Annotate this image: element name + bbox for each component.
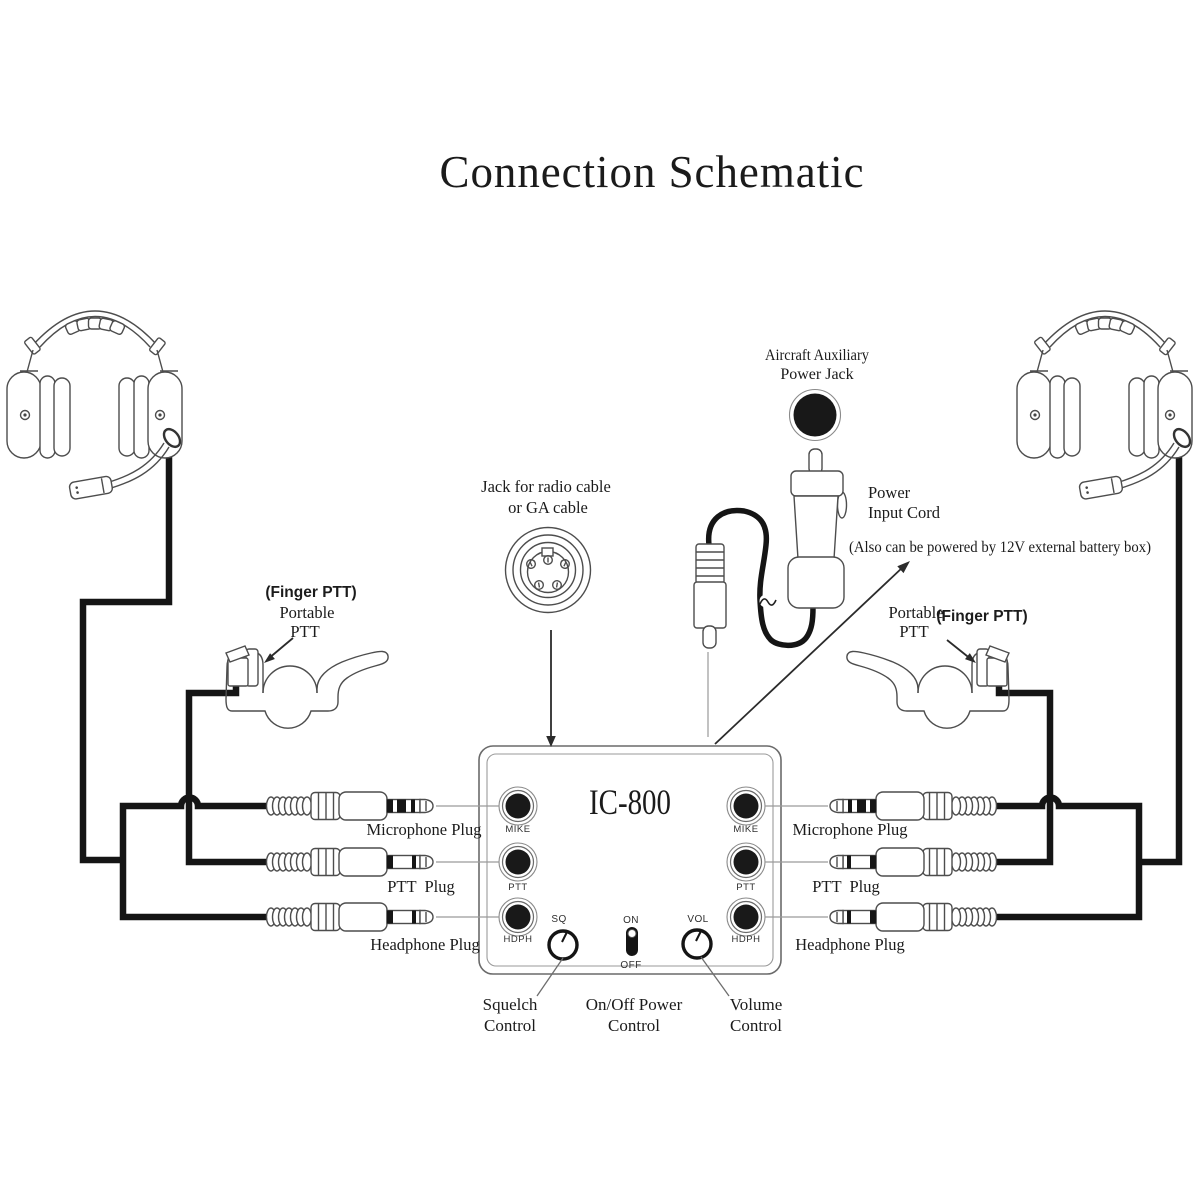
squelch-control-label-line2: Control	[484, 1016, 536, 1035]
right-finger-ptt-label: (Finger PTT)	[936, 608, 1027, 625]
lighter-plug	[787, 448, 848, 609]
left-finger-ptt-label: (Finger PTT)	[265, 584, 356, 601]
power-control-label-line1: On/Off Power	[586, 995, 683, 1014]
power-toggle-switch[interactable]	[626, 927, 638, 956]
dc-power-plug	[693, 543, 727, 649]
right-portable-ptt-label-line2: PTT	[899, 622, 928, 641]
radio-jack-connector	[504, 526, 592, 614]
right-microphone-plug	[830, 792, 997, 820]
right-microphone-plug-label: Microphone Plug	[792, 820, 907, 839]
aux-power-jack	[793, 393, 837, 437]
aux-jack-label-line2: Power Jack	[780, 366, 853, 383]
left-portable-ptt-label-line1: Portable	[280, 603, 335, 622]
power-assembly	[693, 388, 848, 737]
left-hdph-jack-label: HDPH	[504, 934, 533, 945]
left-microphone-plug-label: Microphone Plug	[366, 820, 481, 839]
volume-control-label-line2: Control	[730, 1016, 782, 1035]
left-ptt-arrow	[264, 637, 294, 663]
right-ptt-yoke	[846, 645, 1010, 729]
left-headphone-plug-label: Headphone Plug	[370, 935, 480, 954]
ic800-box	[478, 745, 782, 975]
page-title: Connection Schematic	[440, 146, 865, 197]
volume-leader-line	[700, 956, 730, 997]
right-ptt-jack-label: PTT	[736, 882, 755, 893]
left-ptt-cable	[185, 684, 274, 866]
power-cord-label-line2: Input Cord	[868, 503, 941, 522]
radio-jack-label-line1: Jack for radio cable	[481, 477, 611, 496]
right-hdph-jack-label: HDPH	[732, 934, 761, 945]
right-ptt-plug	[830, 848, 997, 876]
squelch-knob[interactable]	[547, 929, 579, 961]
left-headset	[5, 309, 185, 501]
radio-jack-label-line2: or GA cable	[508, 498, 588, 517]
right-headphone-plug-label: Headphone Plug	[795, 935, 905, 954]
right-ptt-cable	[986, 684, 1054, 866]
aux-jack-label-line1: Aircraft Auxiliary	[765, 347, 869, 364]
power-cord-label-line1: Power	[868, 483, 911, 502]
left-plug-set	[267, 792, 434, 931]
right-portable-ptt-label-line1: Portable	[889, 603, 944, 622]
left-headset-splitter-cable	[119, 794, 274, 921]
battery-note: (Also can be powered by 12V external bat…	[849, 539, 1151, 556]
left-ptt-jack-label: PTT	[508, 882, 527, 893]
right-plug-set	[830, 792, 997, 931]
cable-break-tilde	[759, 598, 777, 606]
left-mike-jack-label: MIKE	[505, 824, 530, 835]
switch-off-label: OFF	[620, 960, 641, 971]
left-ptt-plug-label: PTT Plug	[387, 877, 455, 896]
squelch-knob-label: SQ	[551, 914, 566, 925]
left-ptt-yoke	[225, 645, 389, 729]
volume-knob[interactable]	[681, 928, 713, 960]
din-keyway	[541, 547, 554, 557]
power-control-label-line2: Control	[608, 1016, 660, 1035]
right-ptt-arrow	[946, 639, 976, 663]
right-headset	[1015, 309, 1195, 501]
switch-on-label: ON	[623, 915, 639, 926]
battery-note-arrow	[714, 561, 910, 745]
right-headset-splitter-cable	[986, 794, 1143, 921]
device-model: IC-800	[589, 782, 671, 822]
aux-power-jack-ring	[788, 388, 842, 442]
left-portable-ptt-label-line2: PTT	[290, 622, 319, 641]
left-headset-cable	[79, 450, 173, 864]
plug-to-jack-leaders	[436, 805, 828, 918]
right-mike-jack-label: MIKE	[733, 824, 758, 835]
right-headphone-plug	[830, 903, 997, 931]
left-headphone-plug	[267, 903, 434, 931]
radio-jack-arrow	[546, 630, 556, 747]
squelch-leader-line	[536, 957, 564, 997]
volume-control-label-line1: Volume	[730, 995, 783, 1014]
volume-knob-label: VOL	[687, 914, 708, 925]
cable-runs	[79, 450, 1183, 921]
left-microphone-plug	[267, 792, 434, 820]
left-ptt-plug	[267, 848, 434, 876]
right-ptt-plug-label: PTT Plug	[812, 877, 880, 896]
squelch-control-label-line1: Squelch	[483, 995, 538, 1014]
din-pins	[525, 554, 571, 591]
right-headset-cable	[1136, 450, 1183, 866]
